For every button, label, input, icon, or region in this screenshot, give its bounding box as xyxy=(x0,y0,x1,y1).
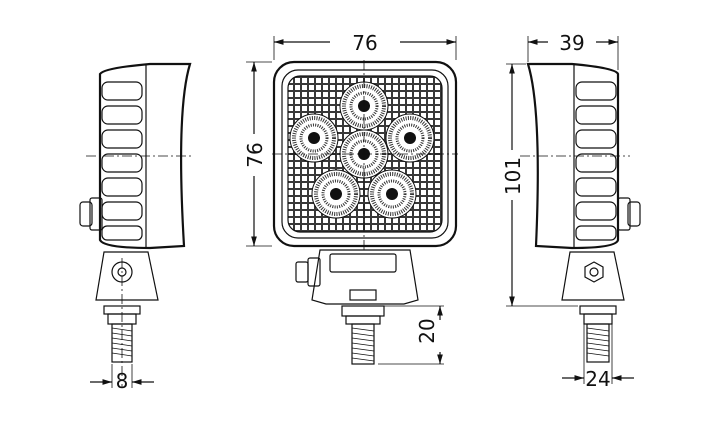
dim-stud-spacing: 24 xyxy=(585,367,610,391)
led-right xyxy=(385,113,435,163)
dim-front-width: 76 xyxy=(352,31,377,55)
front-bracket xyxy=(295,249,419,325)
right-side-view: 39 101 24 xyxy=(501,31,641,391)
dim-bracket-to-stud: 20 xyxy=(415,318,439,343)
led-left xyxy=(289,113,339,163)
right-fins xyxy=(575,81,617,241)
right-stud xyxy=(586,323,610,363)
left-side-view: 8 xyxy=(79,62,194,393)
dim-overall-height: 101 xyxy=(501,157,525,195)
dim-side-depth: 39 xyxy=(559,31,584,55)
front-stud xyxy=(351,323,375,365)
left-fins xyxy=(101,81,143,241)
led-bottom-left xyxy=(311,169,361,219)
led-bottom-right xyxy=(367,169,417,219)
dim-stud-diameter: 8 xyxy=(116,369,129,393)
front-view: 76 76 20 xyxy=(243,31,458,365)
dim-front-height: 76 xyxy=(243,142,267,167)
